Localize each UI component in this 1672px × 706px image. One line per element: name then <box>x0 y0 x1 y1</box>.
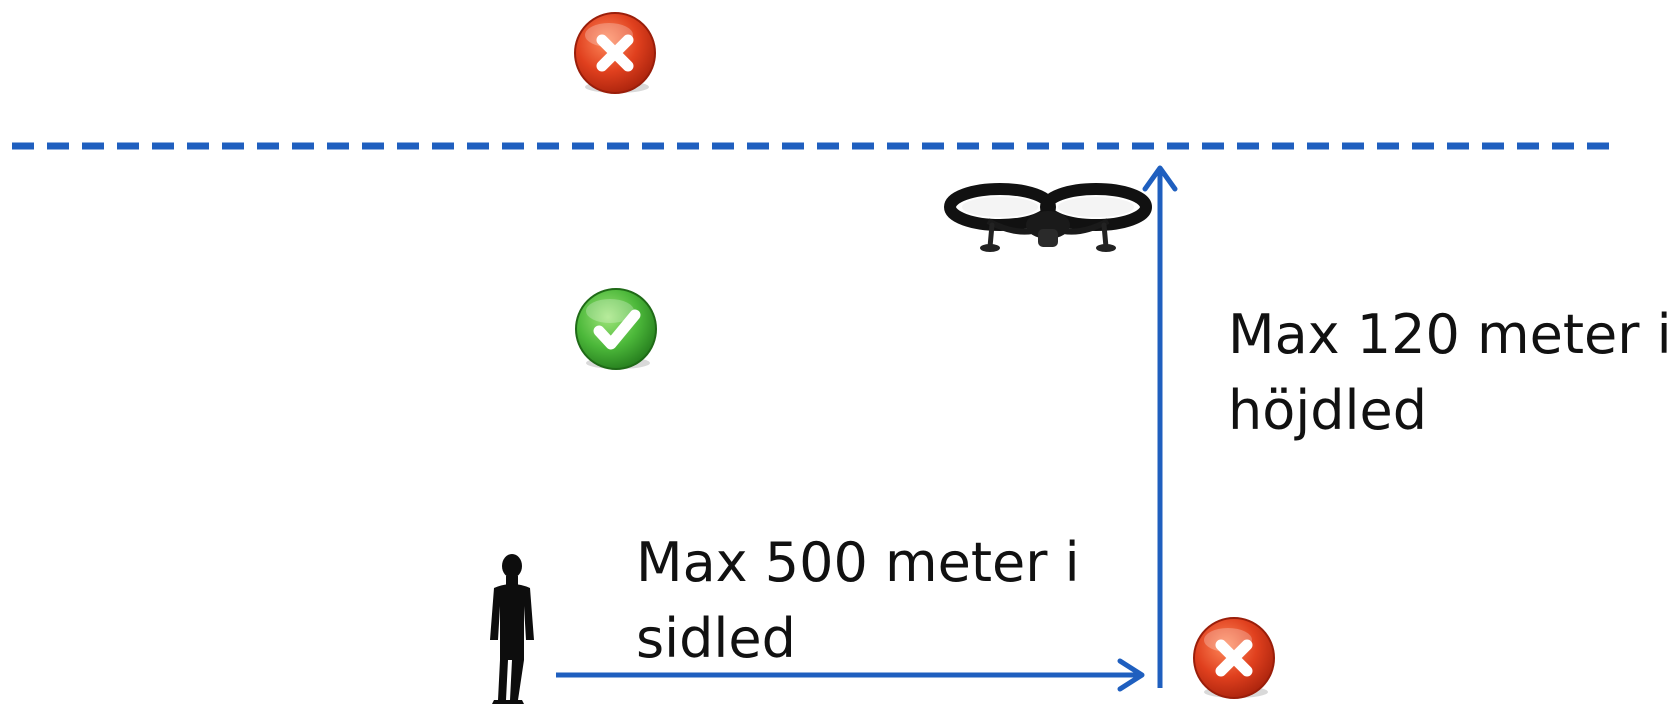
red-cross-icon <box>1193 617 1275 699</box>
vertical-limit-line-2: höjdled <box>1228 379 1428 442</box>
vertical-limit-label: Max 120 meter i höjdled <box>1228 297 1672 449</box>
vertical-limit-line-1: Max 120 meter i <box>1228 303 1672 366</box>
horizontal-limit-line-1: Max 500 meter i <box>636 531 1080 594</box>
vertical-distance-arrow <box>1142 165 1178 688</box>
quadcopter-drone-icon <box>944 183 1152 252</box>
horizontal-limit-label: Max 500 meter i sidled <box>636 525 1080 677</box>
horizontal-limit-line-2: sidled <box>636 607 796 670</box>
horizontal-distance-arrow <box>556 658 1145 692</box>
person-silhouette-icon <box>490 554 534 704</box>
red-cross-icon <box>574 12 656 94</box>
green-check-icon <box>575 288 657 370</box>
